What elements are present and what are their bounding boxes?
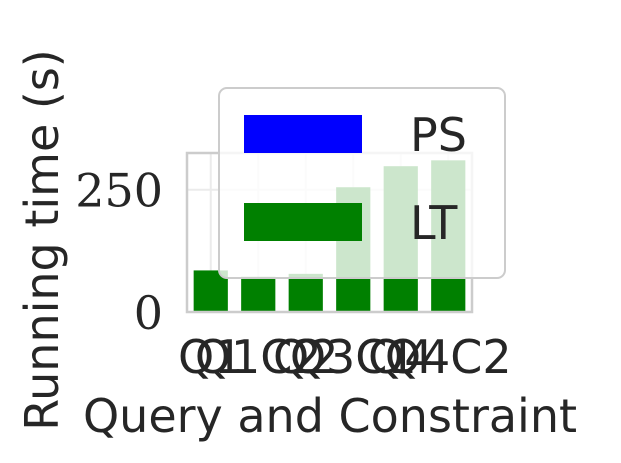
x-tick-label: Q4 [368,330,433,384]
bar-lt-q1c2 [241,276,276,312]
x-axis-label: Query and Constraint [83,389,577,443]
legend-swatch-lt [244,203,362,241]
x-tick-label: Q2 [273,330,338,384]
legend-label-lt: LT [410,196,458,250]
x-tick-label: Q1C2 [195,330,322,384]
bar-lt-q2 [288,273,323,312]
x-tick-label: Q3C1 [290,330,417,384]
x-tick-label: Q4C2 [385,330,512,384]
x-tick-label: Q1 [178,330,243,384]
y-tick-label: 250 [75,164,163,218]
legend-label-ps: PS [410,108,467,162]
legend-swatch-ps [244,115,362,153]
legend: PS LT [218,87,506,279]
y-tick-label: 0 [134,286,163,340]
y-ticks: 0 250 [75,164,163,340]
y-axis-label: Running time (s) [15,49,69,431]
